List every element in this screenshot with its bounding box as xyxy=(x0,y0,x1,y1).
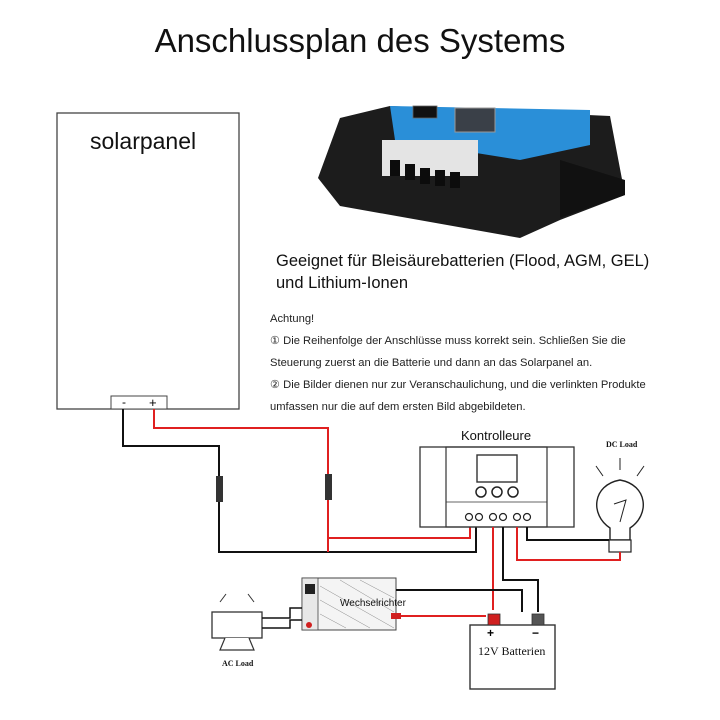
solar-panel-label: solarpanel xyxy=(90,128,197,154)
notice-line: umfassen nur die auf dem ersten Bild abg… xyxy=(270,401,526,413)
notice-line: ① Die Reihenfolge der Anschlüsse muss ko… xyxy=(270,335,626,347)
controller-box xyxy=(419,446,575,528)
battery-plus-terminal: + xyxy=(487,626,494,640)
suitability-line-2: und Lithium-Ionen xyxy=(276,274,409,292)
mc4-connectors xyxy=(216,474,332,502)
notice-line: Steuerung zuerst an die Batterie und dan… xyxy=(270,357,593,369)
battery-box: + − xyxy=(469,613,556,690)
inverter-label: Wechselrichter xyxy=(340,598,406,609)
battery-minus-terminal: − xyxy=(532,626,539,640)
battery-label: 12V Batterien xyxy=(478,644,546,658)
inverter-plus-lug xyxy=(391,613,401,619)
notice-heading: Achtung! xyxy=(270,313,315,325)
panel-plus-terminal: + xyxy=(149,395,157,410)
dc-load-bulb-icon xyxy=(595,458,645,553)
dc-load-label: DC Load xyxy=(606,440,638,449)
page-title: Anschlussplan des Systems xyxy=(154,22,566,59)
ac-load-monitor-icon xyxy=(211,593,263,651)
notice-line: ② Die Bilder dienen nur zur Veranschauli… xyxy=(270,379,646,391)
controller-label: Kontrolleure xyxy=(461,428,532,443)
inverter-box xyxy=(301,577,397,631)
suitability-note: Geeignet für Bleisäurebatterien (Flood, … xyxy=(276,250,649,294)
ac-load-label: AC Load xyxy=(222,659,254,668)
warning-notice: Achtung! ① Die Reihenfolge der Anschlüss… xyxy=(270,308,646,418)
suitability-line-1: Geeignet für Bleisäurebatterien (Flood, … xyxy=(276,252,650,270)
controller-product-photo xyxy=(318,105,625,238)
solar-panel: - + xyxy=(56,112,240,410)
panel-minus-terminal: - xyxy=(122,395,126,409)
